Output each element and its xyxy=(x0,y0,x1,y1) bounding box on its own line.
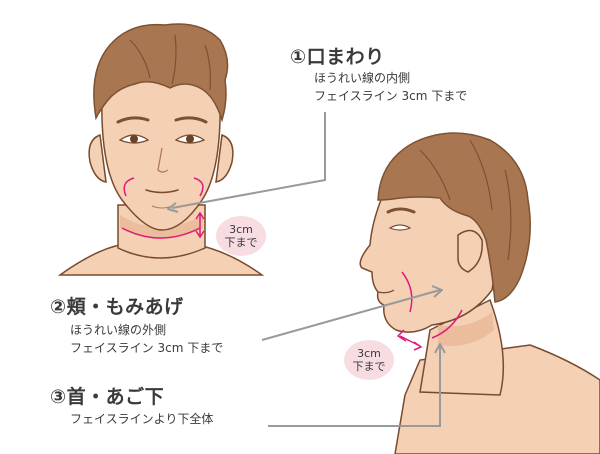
side-brow xyxy=(386,207,416,214)
front-mouth-zone-outline xyxy=(123,177,204,197)
section-2-line-1: ほうれい線の外側 xyxy=(70,323,167,337)
side-jaw-zone-outline xyxy=(431,309,463,339)
front-mouth xyxy=(145,189,179,194)
pointer-neck-area-head xyxy=(434,343,446,354)
side-ear xyxy=(457,229,483,273)
front-3cm-arrow xyxy=(195,211,205,239)
side-3cm-arrow xyxy=(396,329,423,351)
section-1-title: ①口まわり xyxy=(290,46,385,68)
front-nose xyxy=(157,147,169,173)
section-1-line-1: ほうれい線の内側 xyxy=(314,71,411,85)
side-mouth xyxy=(377,289,395,294)
front-3cm-badge-value: 3cm xyxy=(229,223,253,236)
side-3cm-badge-text: 下まで xyxy=(352,360,386,373)
side-hair-strands xyxy=(419,139,512,261)
side-3cm-badge-value: 3cm xyxy=(357,347,381,360)
front-hair xyxy=(93,23,229,123)
front-jaw-zone-outline xyxy=(121,227,201,239)
section-2-line-2: フェイスライン 3cm 下まで xyxy=(70,341,224,355)
front-face-figure xyxy=(57,23,265,276)
front-neck-shadow xyxy=(120,215,203,239)
front-brows xyxy=(116,116,208,124)
pointer-cheek-area-head xyxy=(431,285,443,298)
side-face-figure xyxy=(359,132,600,454)
pointer-cheek-area xyxy=(261,289,441,341)
side-hair xyxy=(377,132,531,303)
pointer-lines xyxy=(167,112,446,427)
front-ear-right xyxy=(215,133,234,183)
front-hair-strands xyxy=(129,34,212,91)
front-eyes xyxy=(118,134,206,144)
section-3-line-1: フェイスラインより下全体 xyxy=(70,412,214,426)
pointer-mouth-area xyxy=(171,112,326,209)
front-3cm-badge-text: 下まで xyxy=(224,236,258,249)
front-ear-left xyxy=(88,133,107,183)
side-3cm-badge: 3cm 下まで xyxy=(344,340,394,380)
side-eye xyxy=(388,224,412,231)
section-3-title: ③首・あご下 xyxy=(50,386,165,408)
pointer-neck-area xyxy=(268,345,441,427)
section-2-title: ②頬・もみあげ xyxy=(50,296,184,318)
section-1-line-2: フェイスライン 3cm 下まで xyxy=(314,89,468,103)
side-cheek-zone-outline xyxy=(401,271,413,313)
pointer-mouth-area-head xyxy=(167,202,179,213)
side-neck-shadow xyxy=(438,312,494,346)
front-3cm-badge: 3cm 下まで xyxy=(216,216,266,256)
